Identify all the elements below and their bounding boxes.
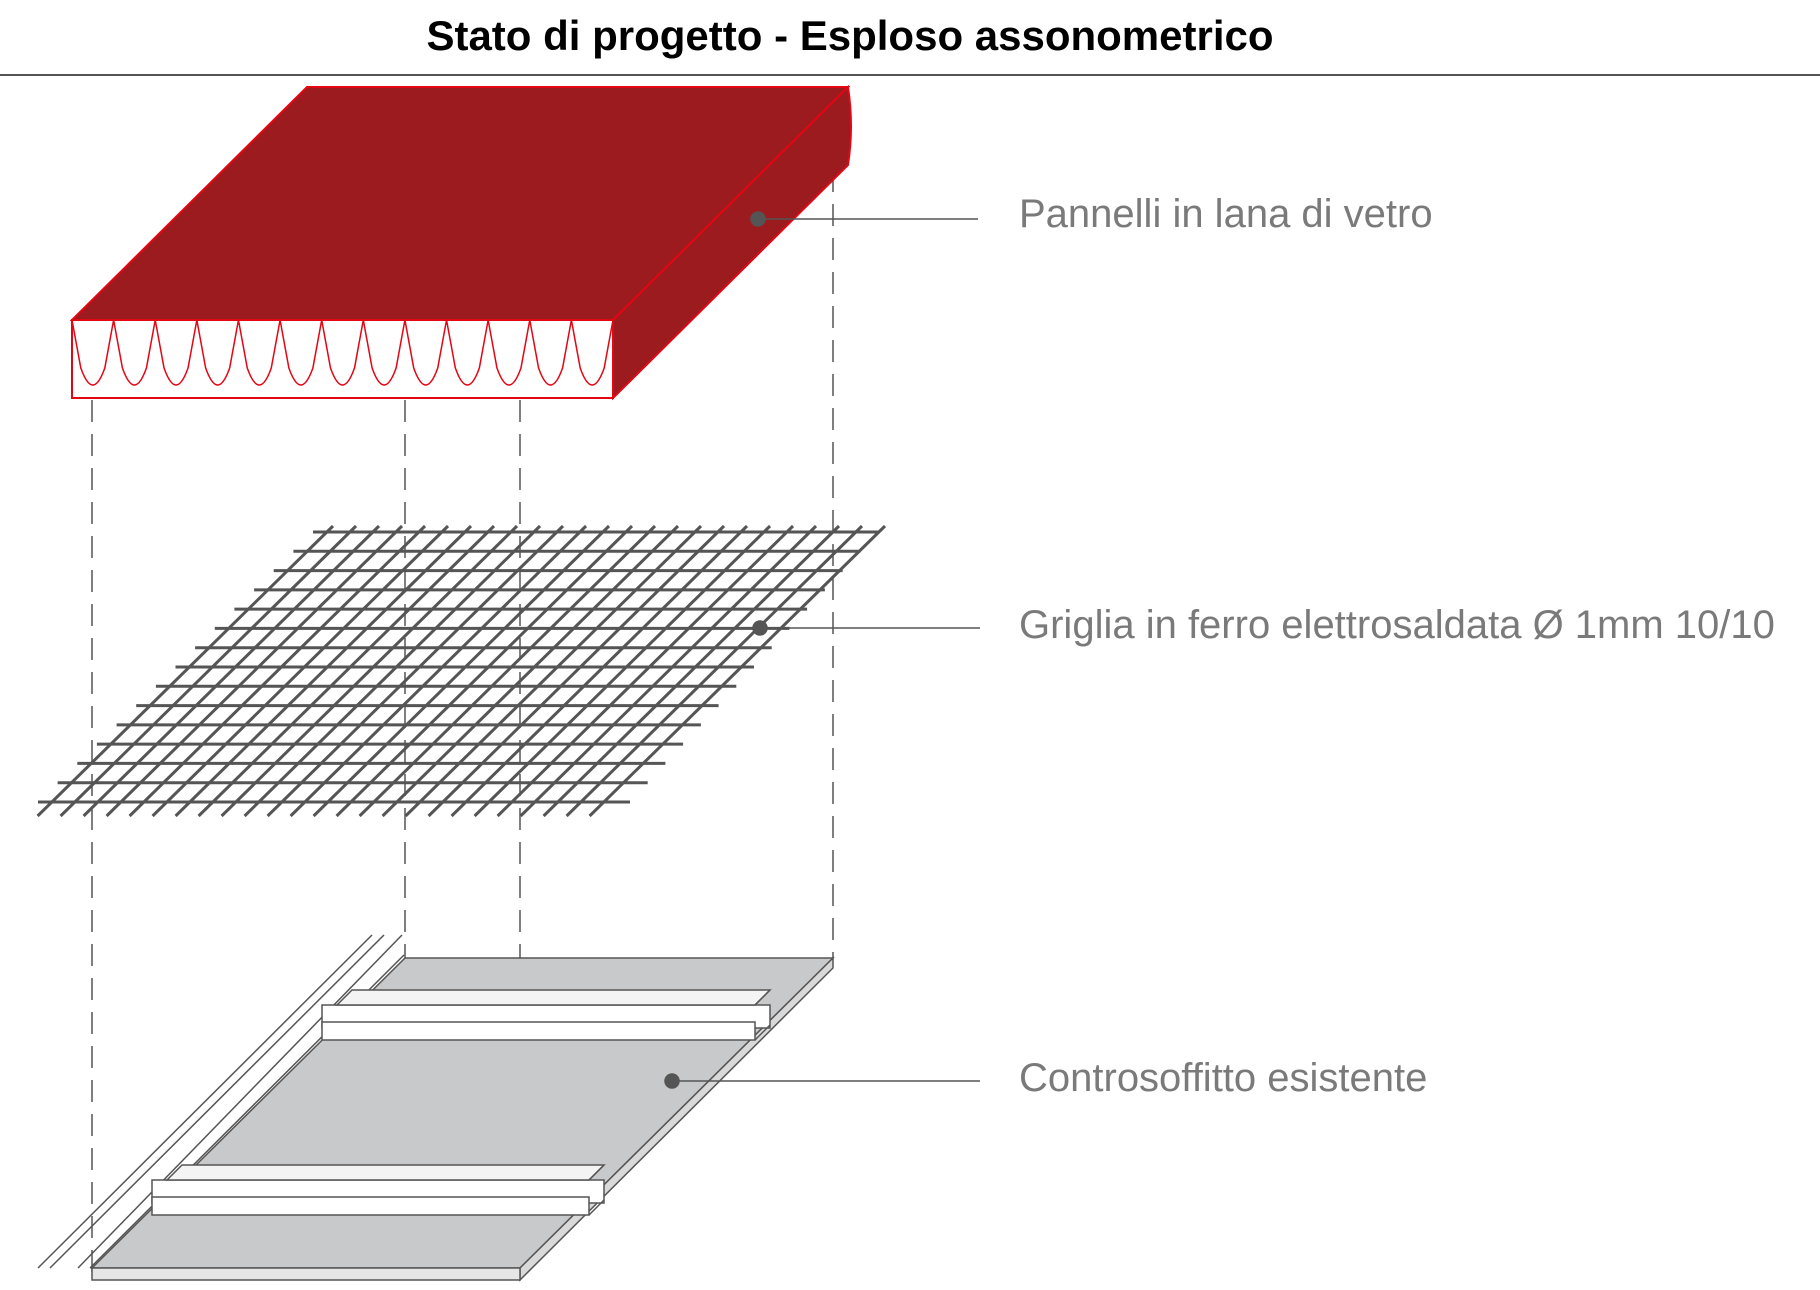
mesh-wire-diagonal xyxy=(174,524,473,818)
mesh-wire-diagonal xyxy=(519,524,818,818)
ceiling-rail xyxy=(37,934,373,1269)
mesh-wire-diagonal xyxy=(335,524,634,818)
ceiling-profile xyxy=(321,989,772,1041)
mesh-wire-diagonal xyxy=(473,524,772,818)
mesh-wire-diagonal xyxy=(197,524,496,818)
glass-wool-panel xyxy=(69,84,852,401)
profile-edge xyxy=(754,1024,771,1041)
welded-mesh xyxy=(36,524,887,818)
profile-top xyxy=(335,989,772,1006)
mesh-wire-diagonal xyxy=(151,524,450,818)
mesh-wire-diagonal xyxy=(381,524,680,818)
mesh-wire-diagonal xyxy=(266,524,565,818)
mesh-wire-diagonal xyxy=(358,524,657,818)
mesh-wire-diagonal xyxy=(59,524,358,818)
leader-dot-grid xyxy=(752,620,768,636)
mesh-wire-diagonal xyxy=(312,524,611,818)
mesh-wire-diagonal xyxy=(128,524,427,818)
leader-dot-ceiling xyxy=(664,1073,680,1089)
mesh-wire-diagonal xyxy=(496,524,795,818)
ceiling-rail xyxy=(77,934,403,1269)
leader-lines xyxy=(664,211,980,1089)
leader-dot-panels xyxy=(750,211,766,227)
label-welded-mesh: Griglia in ferro elettrosaldata Ø 1mm 10… xyxy=(1019,603,1775,647)
ceiling-rail xyxy=(49,934,385,1269)
profile-edge xyxy=(588,1199,605,1216)
page-title: Stato di progetto - Esploso assonometric… xyxy=(426,12,1274,59)
profile-lip xyxy=(321,1021,756,1041)
mesh-wire-diagonal xyxy=(404,524,703,818)
title-bar: Stato di progetto - Esploso assonometric… xyxy=(0,0,1820,76)
mesh-wire-diagonal xyxy=(542,524,841,818)
mesh-wire-diagonal xyxy=(450,524,749,818)
profile-edge xyxy=(754,989,771,1006)
mesh-wire-diagonal xyxy=(82,524,381,818)
mesh-wire-diagonal xyxy=(36,524,335,818)
mesh-wire-diagonal xyxy=(427,524,726,818)
ceiling-profile xyxy=(151,1164,606,1216)
label-existing-ceiling: Controsoffitto esistente xyxy=(1019,1056,1428,1100)
profile-top xyxy=(165,1164,606,1181)
mesh-wire-diagonal xyxy=(105,524,404,818)
profile-lip xyxy=(151,1196,590,1216)
profile-edge xyxy=(588,1164,605,1181)
mesh-wire-diagonal xyxy=(565,524,864,818)
mesh-wire-diagonal xyxy=(289,524,588,818)
false-ceiling xyxy=(37,934,835,1282)
ceiling-front-face xyxy=(91,1267,521,1281)
mesh-wire-diagonal xyxy=(243,524,542,818)
mesh-wire-diagonal xyxy=(588,524,887,818)
wool-curves xyxy=(71,319,614,386)
label-glass-wool-panels: Pannelli in lana di vetro xyxy=(1019,192,1433,236)
mesh-wire-diagonal xyxy=(220,524,519,818)
panel-side-face xyxy=(612,84,852,401)
wool-pattern xyxy=(71,319,614,386)
